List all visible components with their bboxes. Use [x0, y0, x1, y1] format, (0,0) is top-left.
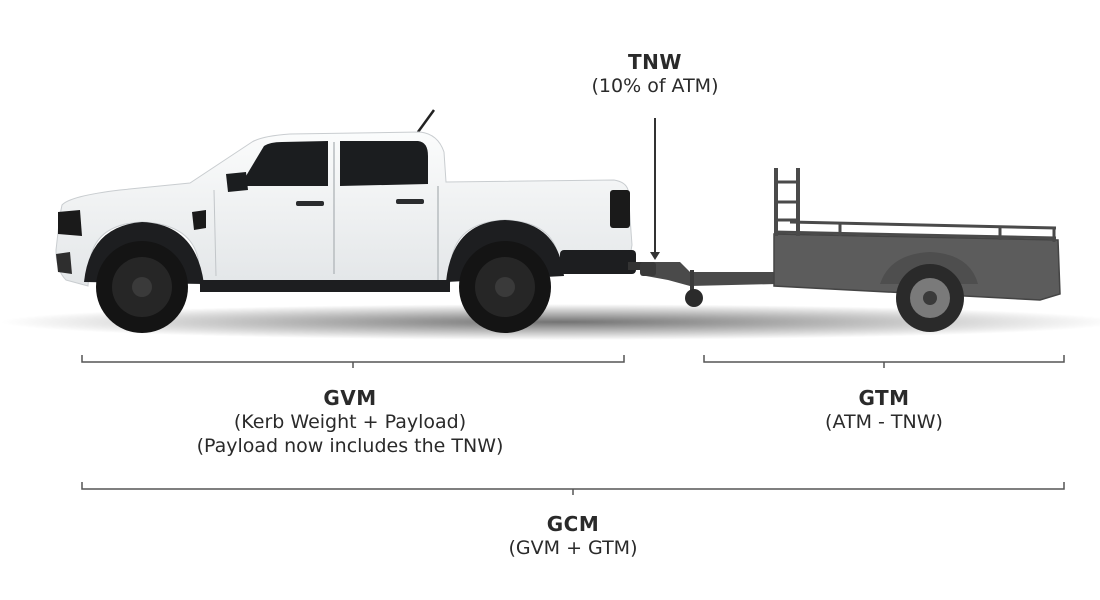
gcm-subtitle: (GVM + GTM)	[508, 537, 638, 559]
gtm-label: GTM (ATM - TNW)	[825, 386, 943, 435]
tnw-pointer-arrow	[650, 252, 660, 260]
truck-wheel-front	[96, 241, 188, 333]
gtm-subtitle: (ATM - TNW)	[825, 411, 943, 433]
gcm-title: GCM	[546, 512, 600, 536]
tnw-title: TNW	[628, 50, 682, 74]
gvm-label: GVM (Kerb Weight + Payload) (Payload now…	[197, 386, 504, 459]
gvm-bracket	[81, 355, 625, 368]
ground-shadow	[0, 304, 1100, 340]
gtm-title: GTM	[858, 386, 910, 410]
tnw-subtitle: (10% of ATM)	[591, 75, 719, 97]
gcm-label: GCM (GVM + GTM)	[509, 512, 638, 561]
pickup-truck	[55, 109, 652, 333]
tnw-label: TNW (10% of ATM)	[592, 50, 719, 99]
gvm-subtitle-1: (Kerb Weight + Payload)	[233, 411, 467, 433]
gcm-bracket	[81, 482, 1065, 495]
gvm-subtitle-2: (Payload now includes the TNW)	[196, 434, 504, 457]
box-trailer	[640, 168, 1061, 332]
truck-wheel-rear	[459, 241, 551, 333]
gvm-title: GVM	[323, 386, 377, 410]
trailer-wheel	[896, 264, 964, 332]
gtm-bracket	[703, 355, 1065, 368]
